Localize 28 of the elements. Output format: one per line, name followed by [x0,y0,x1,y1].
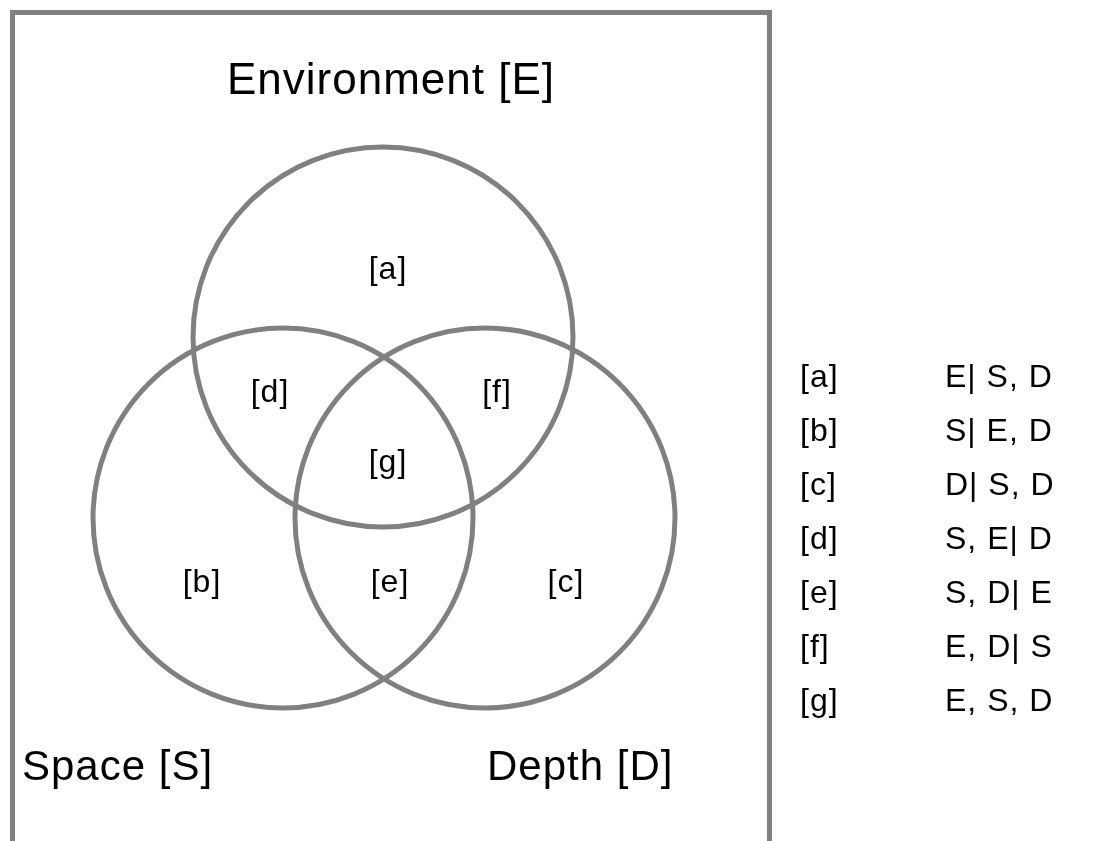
region-label: [e] [369,565,411,597]
table-key: [f] [800,630,830,662]
table-value: E, D| S [945,630,1053,662]
venn-circle [188,142,578,532]
region-label: [b] [181,565,223,597]
venn-circle [290,323,680,713]
region-label: [f] [481,375,513,407]
table-value: S, D| E [945,576,1053,608]
table-value: E, S, D [945,684,1054,716]
set-label: Depth [D] [487,745,674,787]
table-value: E| S, D [945,360,1053,392]
table-value: D| S, D [945,468,1055,500]
set-label: Space [S] [22,745,214,787]
table-key: [d] [800,522,839,554]
region-label: [g] [367,445,409,477]
frame-box [10,10,772,841]
table-value: S, E| D [945,522,1053,554]
table-key: [e] [800,576,839,608]
table-key: [a] [800,360,839,392]
region-label: [c] [546,565,586,597]
region-label: [a] [367,252,409,284]
table-key: [b] [800,414,839,446]
frame-title: Environment [E] [226,57,556,101]
table-key: [c] [800,468,837,500]
table-value: S| E, D [945,414,1053,446]
table-key: [g] [800,684,839,716]
region-label: [d] [249,375,291,407]
venn-circle [88,323,478,713]
